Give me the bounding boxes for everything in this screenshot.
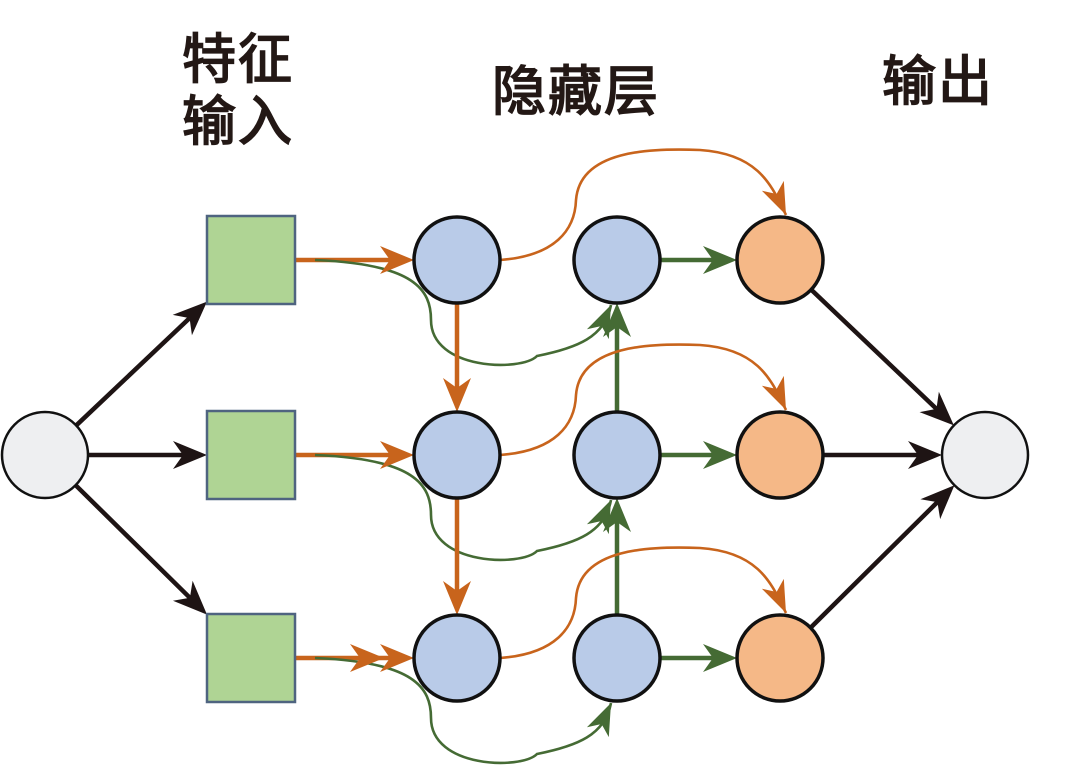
edge-in3-to-ha3-arrowhead bbox=[380, 644, 414, 672]
edge-out3-to-end-arrowhead bbox=[920, 485, 955, 520]
edge-ha2-to-out2-arrowhead bbox=[761, 375, 786, 410]
edge-ha2-to-out2 bbox=[499, 343, 788, 457]
edge-start-to-in3-arrowhead bbox=[172, 580, 207, 615]
nodes bbox=[0, 214, 1030, 704]
edge-in1-to-ha1-arrowhead bbox=[380, 246, 414, 274]
edge-in3-to-hb3-arrowhead bbox=[586, 703, 611, 738]
edge-hb3-to-hb2-arrowhead bbox=[603, 498, 631, 532]
node-output-out2 bbox=[735, 410, 825, 500]
input-label-line1: 特征 bbox=[182, 27, 294, 91]
node-hidden-hb2 bbox=[572, 410, 662, 500]
node-hidden-ha2 bbox=[412, 410, 502, 500]
node-input-in3 bbox=[205, 612, 297, 704]
hidden-layer-label: 隐藏层 bbox=[492, 59, 660, 123]
edge-in1-to-hb1-arrowhead bbox=[586, 305, 611, 340]
node-input-in1 bbox=[205, 214, 297, 306]
edge-out3-to-end bbox=[808, 500, 939, 630]
edge-out1-to-end-arrowhead bbox=[919, 391, 954, 426]
node-hidden-ha1 bbox=[412, 215, 502, 305]
edge-ha3-to-out3 bbox=[499, 546, 788, 660]
input-features-label: 特征输入 bbox=[182, 28, 322, 152]
node-terminal-end bbox=[940, 410, 1030, 500]
edge-hb1-to-out1-arrowhead bbox=[703, 246, 737, 274]
edge-out1-to-end bbox=[809, 288, 939, 411]
input-label-line2: 输入 bbox=[182, 89, 294, 153]
edge-ha1-to-out1 bbox=[499, 148, 788, 262]
edge-start-to-in1 bbox=[74, 316, 192, 428]
edge-hb3-to-out3-arrowhead bbox=[703, 644, 737, 672]
edge-hb2-to-hb1-arrowhead bbox=[603, 303, 631, 337]
edge-in3-to-hb3 bbox=[314, 656, 613, 765]
edge-ha1-to-out1-arrowhead bbox=[761, 180, 786, 215]
output-label: 输出 bbox=[882, 49, 994, 113]
edge-start-to-in1-arrowhead bbox=[172, 301, 207, 336]
node-input-in2 bbox=[205, 409, 297, 501]
node-hidden-hb3 bbox=[572, 613, 662, 703]
node-output-out1 bbox=[735, 215, 825, 305]
edge-out2-to-end-arrowhead bbox=[908, 441, 942, 469]
node-hidden-hb1 bbox=[572, 215, 662, 305]
edge-ha2-to-ha3-arrowhead bbox=[443, 581, 471, 615]
edge-in3-to-ha3-arrowhead-2 bbox=[350, 644, 384, 672]
edge-in2-to-hb2 bbox=[314, 453, 613, 562]
edge-in2-to-ha2-arrowhead bbox=[380, 441, 414, 469]
edge-in1-to-hb1 bbox=[314, 258, 613, 367]
edge-ha1-to-ha2-arrowhead bbox=[443, 378, 471, 412]
edge-in2-to-hb2-arrowhead bbox=[586, 500, 611, 535]
edges bbox=[74, 148, 939, 765]
edge-start-to-in2-arrowhead bbox=[173, 441, 207, 469]
edge-start-to-in3 bbox=[74, 483, 192, 600]
node-output-out3 bbox=[735, 613, 825, 703]
node-terminal-start bbox=[0, 410, 90, 500]
edge-hb2-to-out2-arrowhead bbox=[703, 441, 737, 469]
node-hidden-ha3 bbox=[412, 613, 502, 703]
edge-ha3-to-out3-arrowhead bbox=[761, 578, 786, 613]
